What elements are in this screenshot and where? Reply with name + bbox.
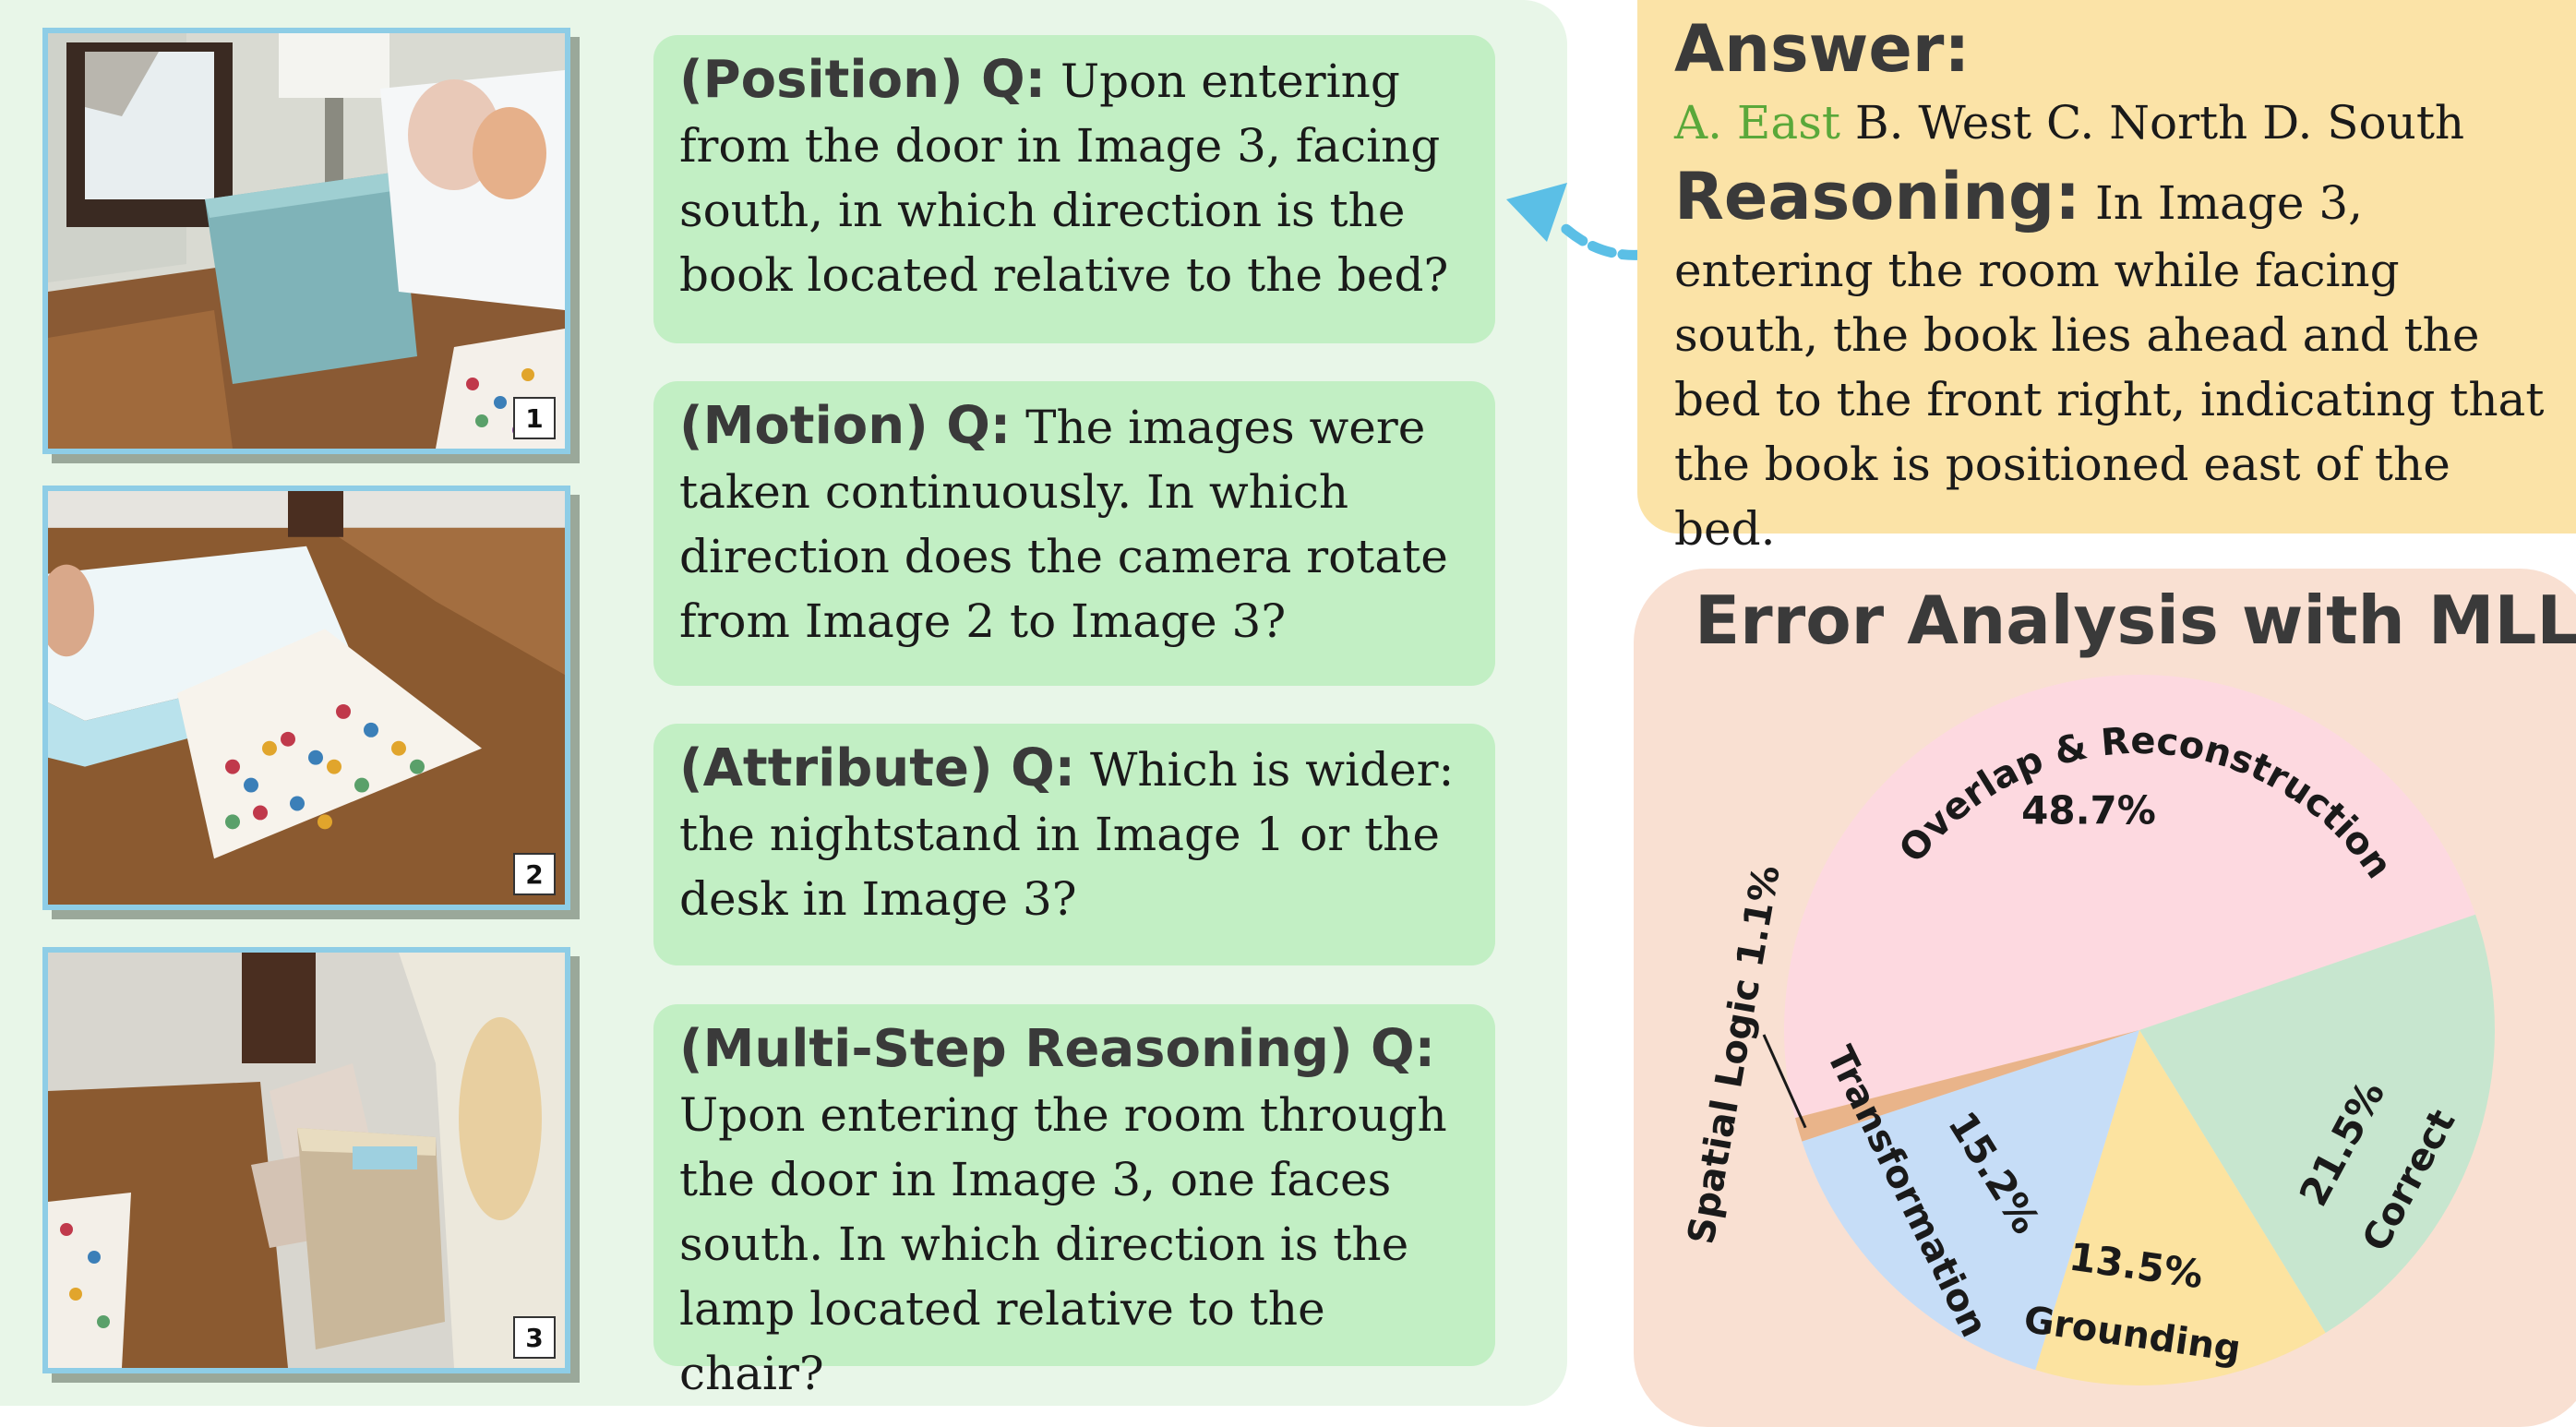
- answer-heading: Answer:: [1674, 11, 1971, 87]
- question-text: The images were taken continuously. In w…: [679, 401, 1448, 648]
- question-text: Which is wider: the nightstand in Image …: [679, 743, 1455, 926]
- answer-option: C. North: [2045, 96, 2263, 150]
- pie-slice-correct: [2139, 914, 2495, 1333]
- question-multi-step: (Multi-Step Reasoning) Q: Upon entering …: [653, 1004, 1495, 1400]
- image-number-badge: 3: [513, 1316, 556, 1359]
- question-text: Upon entering from the door in Image 3, …: [679, 54, 1449, 302]
- pie-slice-spatial-logic: [1794, 1030, 2139, 1142]
- bedroom-photo-2: [48, 491, 565, 905]
- scene-image-2: 2: [42, 486, 570, 910]
- answer-option: D. South: [2262, 96, 2465, 150]
- image-number-badge: 1: [513, 397, 556, 439]
- scene-image-3: 3: [42, 947, 570, 1373]
- reasoning-text: In Image 3, entering the room while faci…: [1674, 176, 2545, 556]
- answer-option: B. West: [1854, 96, 2046, 150]
- dashed-arrow-icon: [1506, 183, 1648, 260]
- leader-line: [1762, 1034, 1807, 1129]
- question-attribute: (Attribute) Q: Which is wider: the night…: [653, 724, 1495, 965]
- question-position: (Position) Q: Upon entering from the doo…: [653, 35, 1495, 343]
- question-tag: (Multi-Step Reasoning) Q:: [679, 1019, 1436, 1079]
- image-number-badge: 2: [513, 853, 556, 895]
- reasoning-heading: Reasoning:: [1674, 159, 2081, 234]
- bedroom-photo-1: [48, 33, 565, 449]
- answer-panel: Answer: A. East B. West C. North D. Sout…: [1637, 0, 2576, 556]
- chart-title: Error Analysis with MLLM: [1695, 582, 2576, 659]
- bedroom-photo-3: [48, 953, 565, 1368]
- question-text: Upon entering the room through the door …: [679, 1088, 1447, 1400]
- answer-option: A. East: [1674, 96, 1855, 150]
- pie-slice-grounding: [2035, 1030, 2326, 1385]
- pie-slice-transformation: [1802, 1030, 2139, 1371]
- question-tag: (Attribute) Q:: [679, 738, 1076, 798]
- question-motion: (Motion) Q: The images were taken contin…: [653, 381, 1495, 686]
- question-tag: (Motion) Q:: [679, 396, 1012, 456]
- slice-value-overlap: 48.7%: [2021, 788, 2156, 833]
- scene-image-1: 1: [42, 28, 570, 454]
- answer-options: A. East B. West C. North D. South: [1674, 90, 2558, 155]
- pie-slice-overlap-reconstruction: [1784, 675, 2476, 1119]
- reasoning-paragraph: Reasoning: In Image 3, entering the room…: [1674, 155, 2558, 561]
- question-tag: (Position) Q:: [679, 50, 1047, 110]
